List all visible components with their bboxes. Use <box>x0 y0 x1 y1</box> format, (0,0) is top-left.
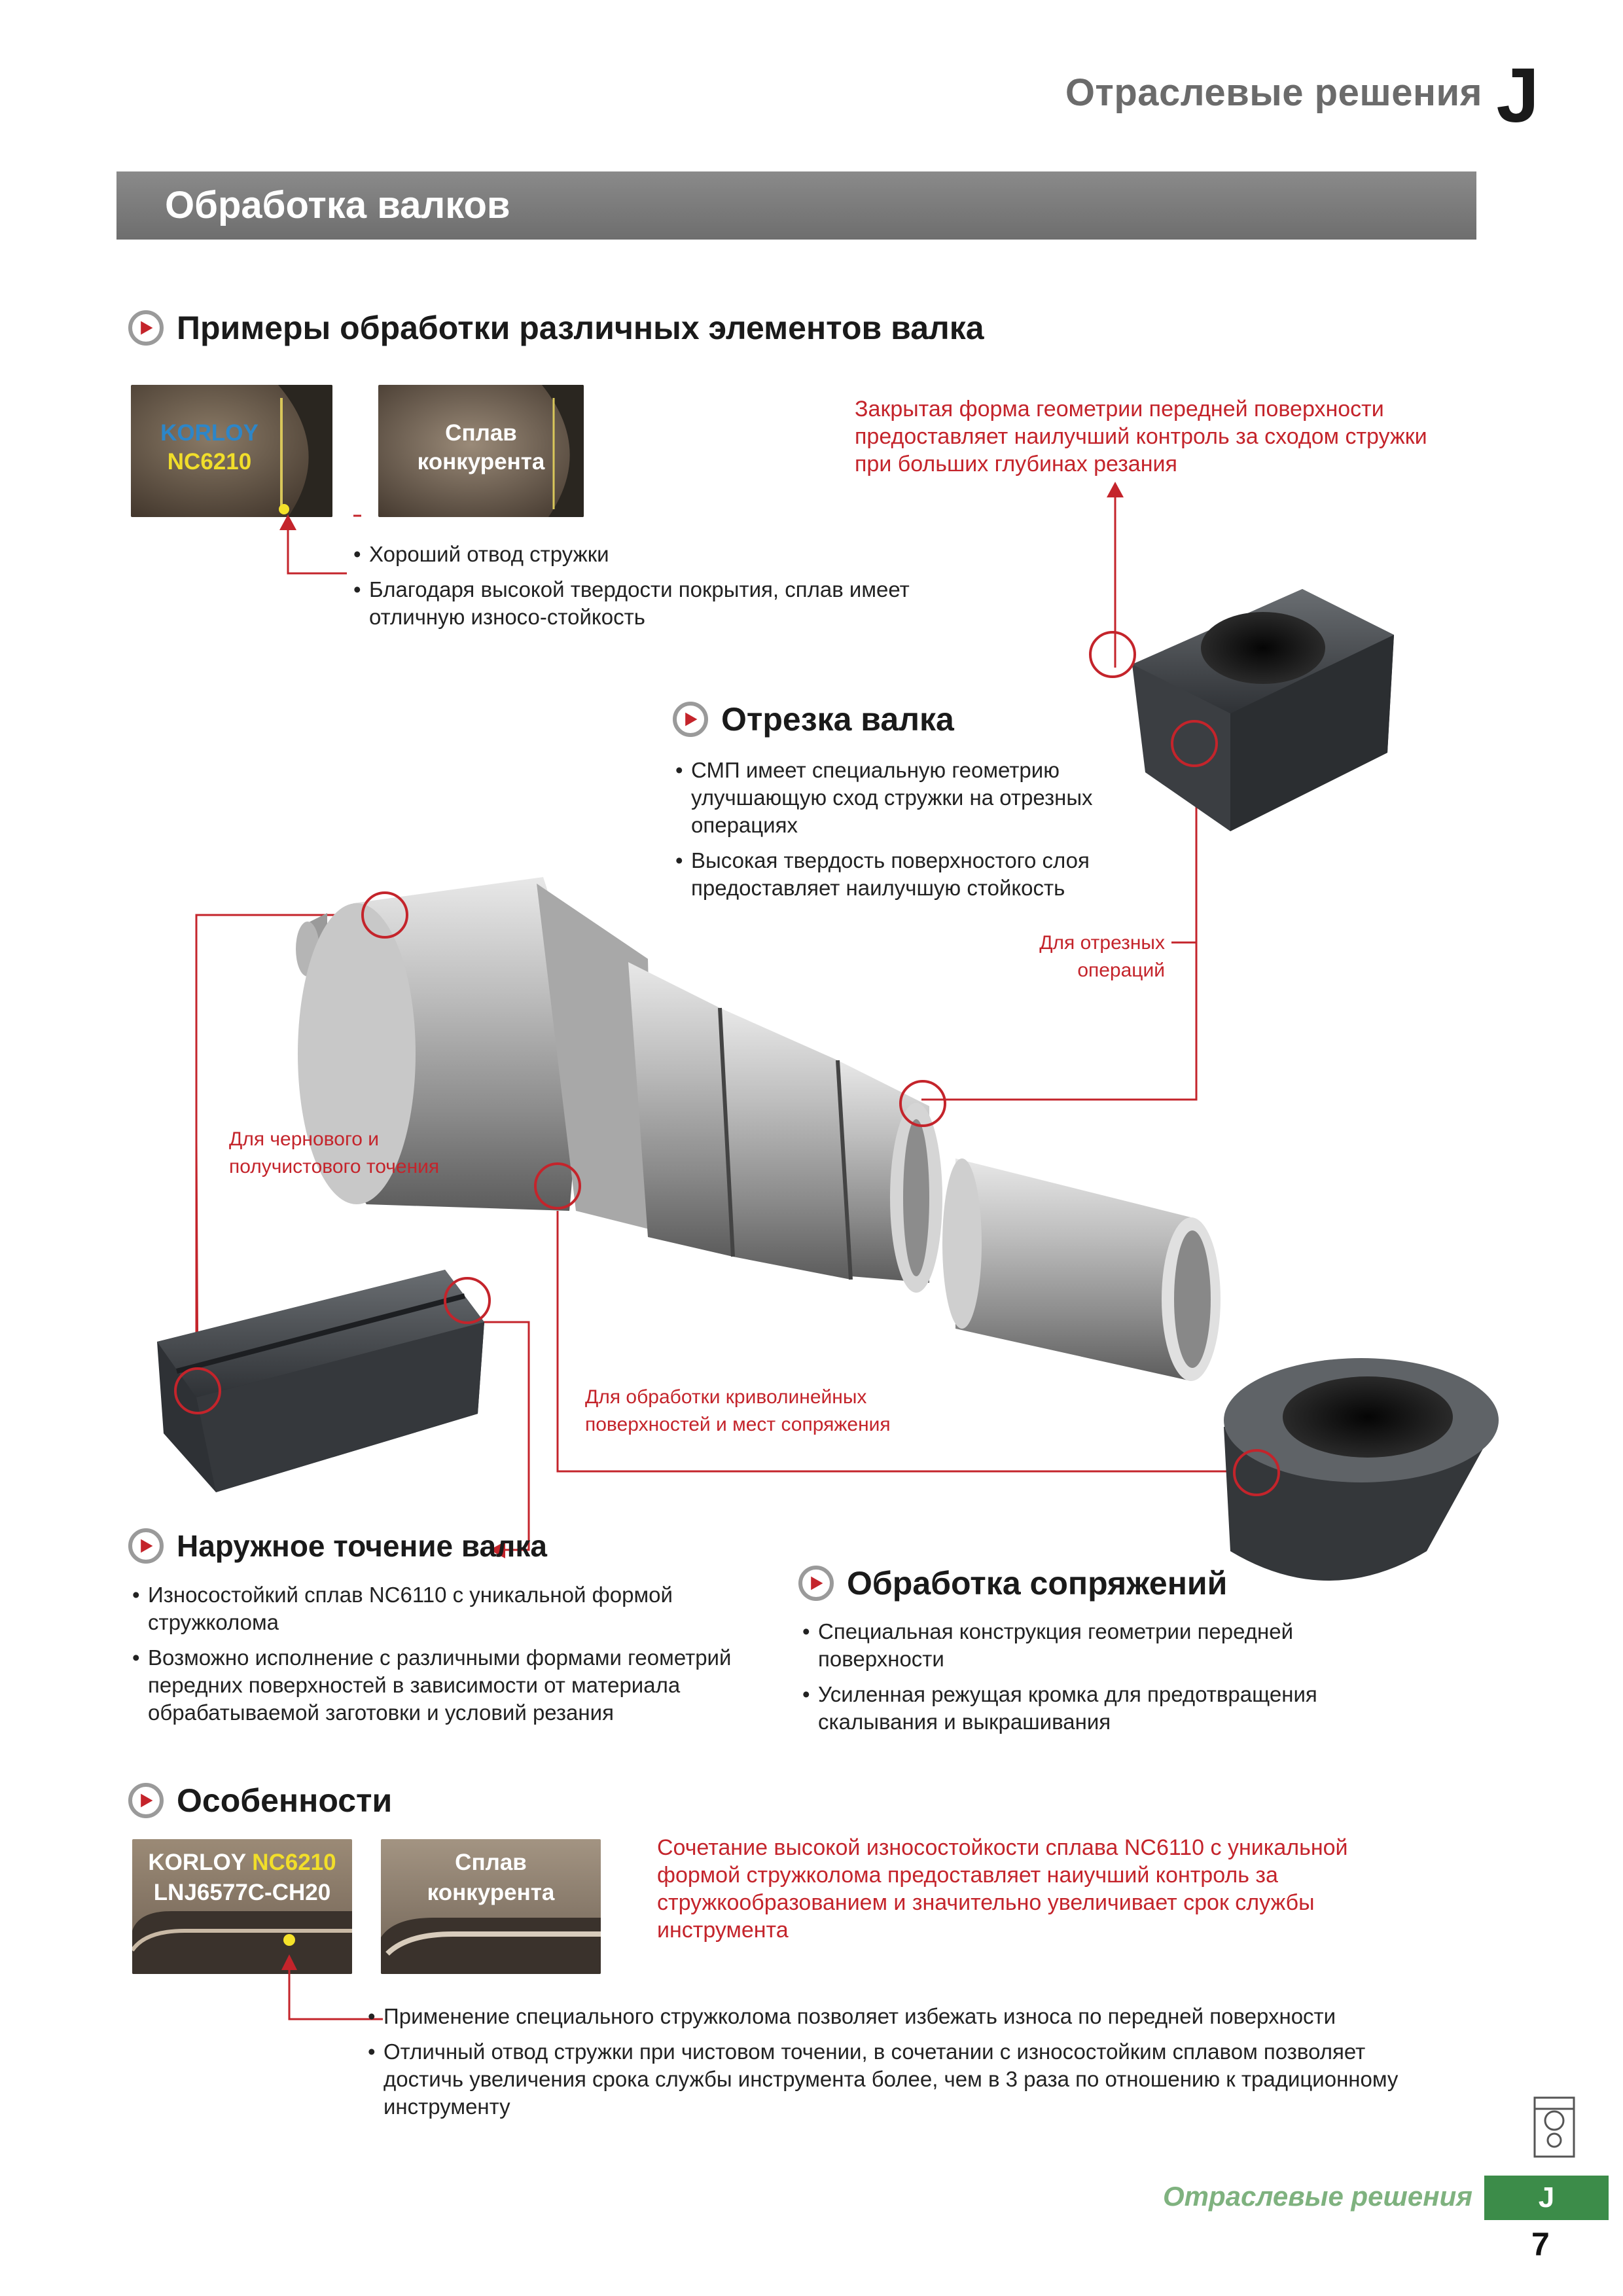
photo-competitor-line1: Сплав <box>455 1850 527 1875</box>
photo-competitor-line2: конкурента <box>427 1880 555 1905</box>
list-item: Хороший отвод стружки <box>353 541 1008 568</box>
competitor-edge-photo-icon <box>381 1839 601 1974</box>
section-outer-title: Наружное точение валка <box>177 1529 547 1563</box>
section-fillet-title: Обработка сопряжений <box>847 1565 1228 1602</box>
roll-stand-icon <box>1533 2096 1575 2158</box>
photo-brand-label: KORLOY <box>160 420 259 446</box>
insert-wear-photo-icon <box>131 385 332 517</box>
section-banner: Обработка валков <box>116 171 1476 240</box>
photo-competitor-line2: конкурента <box>417 449 545 475</box>
square-insert <box>1132 589 1394 831</box>
list-item: Усиленная режущая кромка для предотвраще… <box>802 1681 1391 1736</box>
photo-competitor-features: Сплав конкурента <box>381 1839 601 1974</box>
round-insert <box>1224 1358 1499 1581</box>
banner-title: Обработка валков <box>165 184 510 226</box>
roll-ring <box>942 1158 1221 1381</box>
play-icon <box>128 1528 164 1564</box>
photo-brand-label: KORLOY <box>148 1850 246 1875</box>
section-outer-heading: Наружное точение валка <box>128 1528 547 1564</box>
fillet-bullets: Специальная конструкция геометрии передн… <box>802 1618 1391 1744</box>
play-icon <box>798 1566 834 1601</box>
list-item: Возможно исполнение с различными формами… <box>132 1644 787 1727</box>
photo-korloy-lnj6577c: KORLOY NC6210 LNJ6577C-CH20 <box>132 1839 352 1974</box>
label-cutoff-ops: Для отрезных операций <box>1039 932 1165 981</box>
photo-model-label: LNJ6577C-CH20 <box>153 1880 331 1905</box>
photo-competitor-line1: Сплав <box>445 420 517 446</box>
grooved-insert <box>157 1270 484 1492</box>
photo-brand-grade: KORLOY NC6210 <box>132 1848 352 1877</box>
list-item: СМП имеет специальную геометрию улучшающ… <box>675 757 1173 839</box>
cutoff-bullets: СМП имеет специальную геометрию улучшающ… <box>675 757 1173 910</box>
competitor-wear-photo-icon <box>378 385 584 517</box>
section-fillet-heading: Обработка сопряжений <box>798 1564 1227 1602</box>
examples-bullets: Хороший отвод стружки Благодаря высокой … <box>353 541 1008 639</box>
features-note: Сочетание высокой износостойкости сплава… <box>657 1835 1348 1943</box>
header-section-letter: J <box>1496 52 1539 139</box>
photo-korloy-nc6210: KORLOY NC6210 <box>131 385 332 517</box>
section-features-title: Особенности <box>177 1782 393 1819</box>
list-item: Специальная конструкция геометрии передн… <box>802 1618 1391 1673</box>
section-examples-title: Примеры обработки различных элементов ва… <box>177 310 984 346</box>
footer-section-letter: J <box>1484 2176 1609 2220</box>
photo-grade-label: NC6210 <box>252 1850 336 1875</box>
play-icon <box>673 702 708 737</box>
label-curved-surfaces: Для обработки криволинейных поверхностей… <box>585 1386 891 1435</box>
roll-shaft <box>296 877 942 1293</box>
list-item: Высокая твердость поверхностого слоя пре… <box>675 847 1173 902</box>
photo-grade-label: NC6210 <box>167 449 252 475</box>
label-rough-turning: Для чернового и получистового точения <box>229 1128 440 1177</box>
list-item: Отличный отвод стружки при чистовом точе… <box>368 2038 1441 2121</box>
features-callout-arrow <box>281 1954 383 2020</box>
section-features-heading: Особенности <box>128 1782 392 1820</box>
footer-title: Отраслевые решения <box>1162 2181 1472 2212</box>
page-number: 7 <box>1531 2226 1550 2263</box>
list-item: Благодаря высокой твердости покрытия, сп… <box>353 576 1008 631</box>
section-cutoff-title: Отрезка валка <box>721 701 954 738</box>
photo-competitor: Сплав конкурента <box>378 385 584 517</box>
list-item: Износостойкий сплав NC6110 с уникальной … <box>132 1581 787 1636</box>
features-bullets: Применение специального стружколома позв… <box>368 2003 1441 2128</box>
insert-edge-photo-icon <box>132 1839 352 1974</box>
outer-bullets: Износостойкий сплав NC6110 с уникальной … <box>132 1581 787 1734</box>
examples-note: Закрытая форма геометрии передней поверх… <box>855 397 1427 476</box>
list-item: Применение специального стружколома позв… <box>368 2003 1441 2030</box>
header-title: Отраслевые решения <box>1065 71 1482 114</box>
play-icon <box>128 310 164 346</box>
section-cutoff-heading: Отрезка валка <box>673 700 954 738</box>
play-icon <box>128 1783 164 1818</box>
section-examples-heading: Примеры обработки различных элементов ва… <box>128 309 984 347</box>
